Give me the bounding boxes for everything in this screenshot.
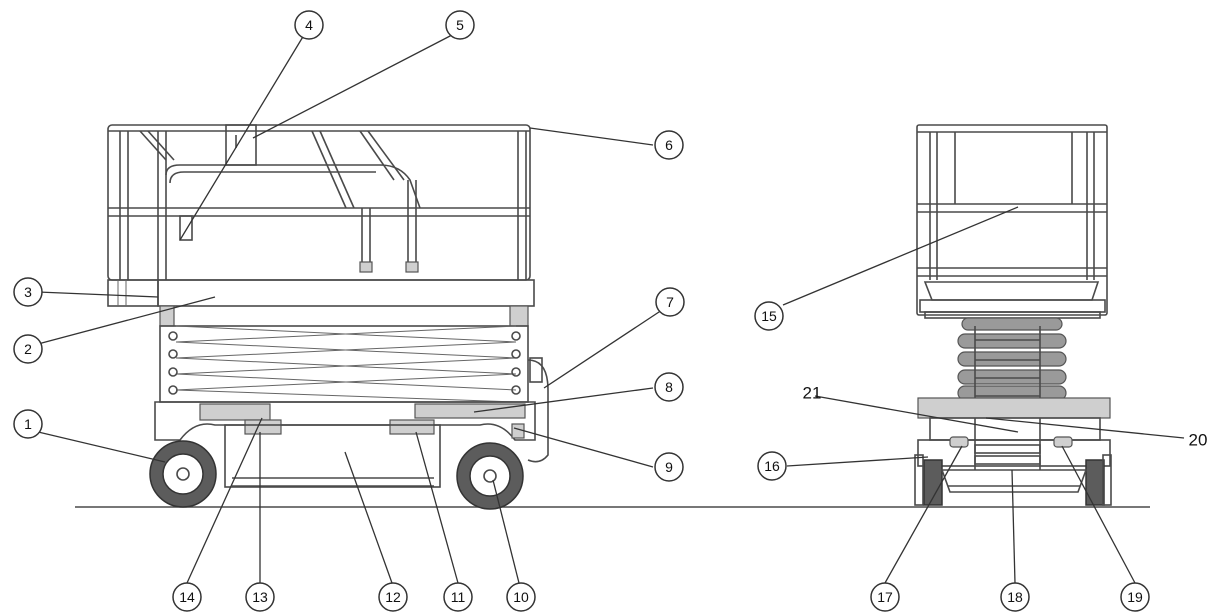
callout-14: 14 bbox=[172, 582, 202, 612]
callout-5: 5 bbox=[445, 10, 475, 40]
svg-text:17: 17 bbox=[877, 589, 893, 605]
svg-text:4: 4 bbox=[305, 17, 313, 33]
platform-deck bbox=[107, 279, 535, 327]
svg-text:5: 5 bbox=[456, 17, 464, 33]
plain-labels: 20 21 bbox=[803, 384, 1208, 450]
svg-text:2: 2 bbox=[24, 341, 32, 357]
label-20: 20 bbox=[1189, 431, 1208, 450]
svg-text:10: 10 bbox=[513, 589, 529, 605]
callout-17: 17 bbox=[870, 582, 900, 612]
callout-11: 11 bbox=[443, 582, 473, 612]
label-21: 21 bbox=[803, 384, 822, 403]
front-view bbox=[914, 124, 1112, 506]
svg-text:8: 8 bbox=[665, 379, 673, 395]
callout-10: 10 bbox=[506, 582, 536, 612]
rear-wheel bbox=[456, 442, 524, 510]
callout-9: 9 bbox=[654, 452, 684, 482]
callout-12: 12 bbox=[378, 582, 408, 612]
scissor-stack bbox=[159, 325, 529, 403]
svg-text:18: 18 bbox=[1007, 589, 1023, 605]
svg-text:16: 16 bbox=[764, 458, 780, 474]
side-view bbox=[107, 124, 549, 510]
callout-1: 1 bbox=[13, 409, 43, 439]
callout-6: 6 bbox=[654, 130, 684, 160]
chassis bbox=[154, 357, 549, 488]
callout-4: 4 bbox=[294, 10, 324, 40]
leader-lines bbox=[33, 34, 1185, 584]
callout-15: 15 bbox=[754, 301, 784, 331]
callout-16: 16 bbox=[757, 451, 787, 481]
svg-text:6: 6 bbox=[665, 137, 673, 153]
svg-text:3: 3 bbox=[24, 284, 32, 300]
callout-3: 3 bbox=[13, 277, 43, 307]
callout-19: 19 bbox=[1120, 582, 1150, 612]
svg-text:14: 14 bbox=[179, 589, 195, 605]
guardrail bbox=[107, 124, 531, 281]
callout-13: 13 bbox=[245, 582, 275, 612]
svg-text:13: 13 bbox=[252, 589, 268, 605]
callouts: 1 2 3 4 5 6 7 8 9 10 11 12 13 14 15 16 1… bbox=[13, 10, 1150, 612]
svg-text:7: 7 bbox=[666, 294, 674, 310]
svg-text:19: 19 bbox=[1127, 589, 1143, 605]
svg-text:15: 15 bbox=[761, 308, 777, 324]
callout-2: 2 bbox=[13, 334, 43, 364]
svg-text:12: 12 bbox=[385, 589, 401, 605]
callout-18: 18 bbox=[1000, 582, 1030, 612]
callout-7: 7 bbox=[655, 287, 685, 317]
front-wheel bbox=[149, 440, 217, 508]
svg-text:9: 9 bbox=[665, 459, 673, 475]
callout-8: 8 bbox=[654, 372, 684, 402]
svg-text:1: 1 bbox=[24, 416, 32, 432]
svg-text:11: 11 bbox=[451, 589, 466, 605]
